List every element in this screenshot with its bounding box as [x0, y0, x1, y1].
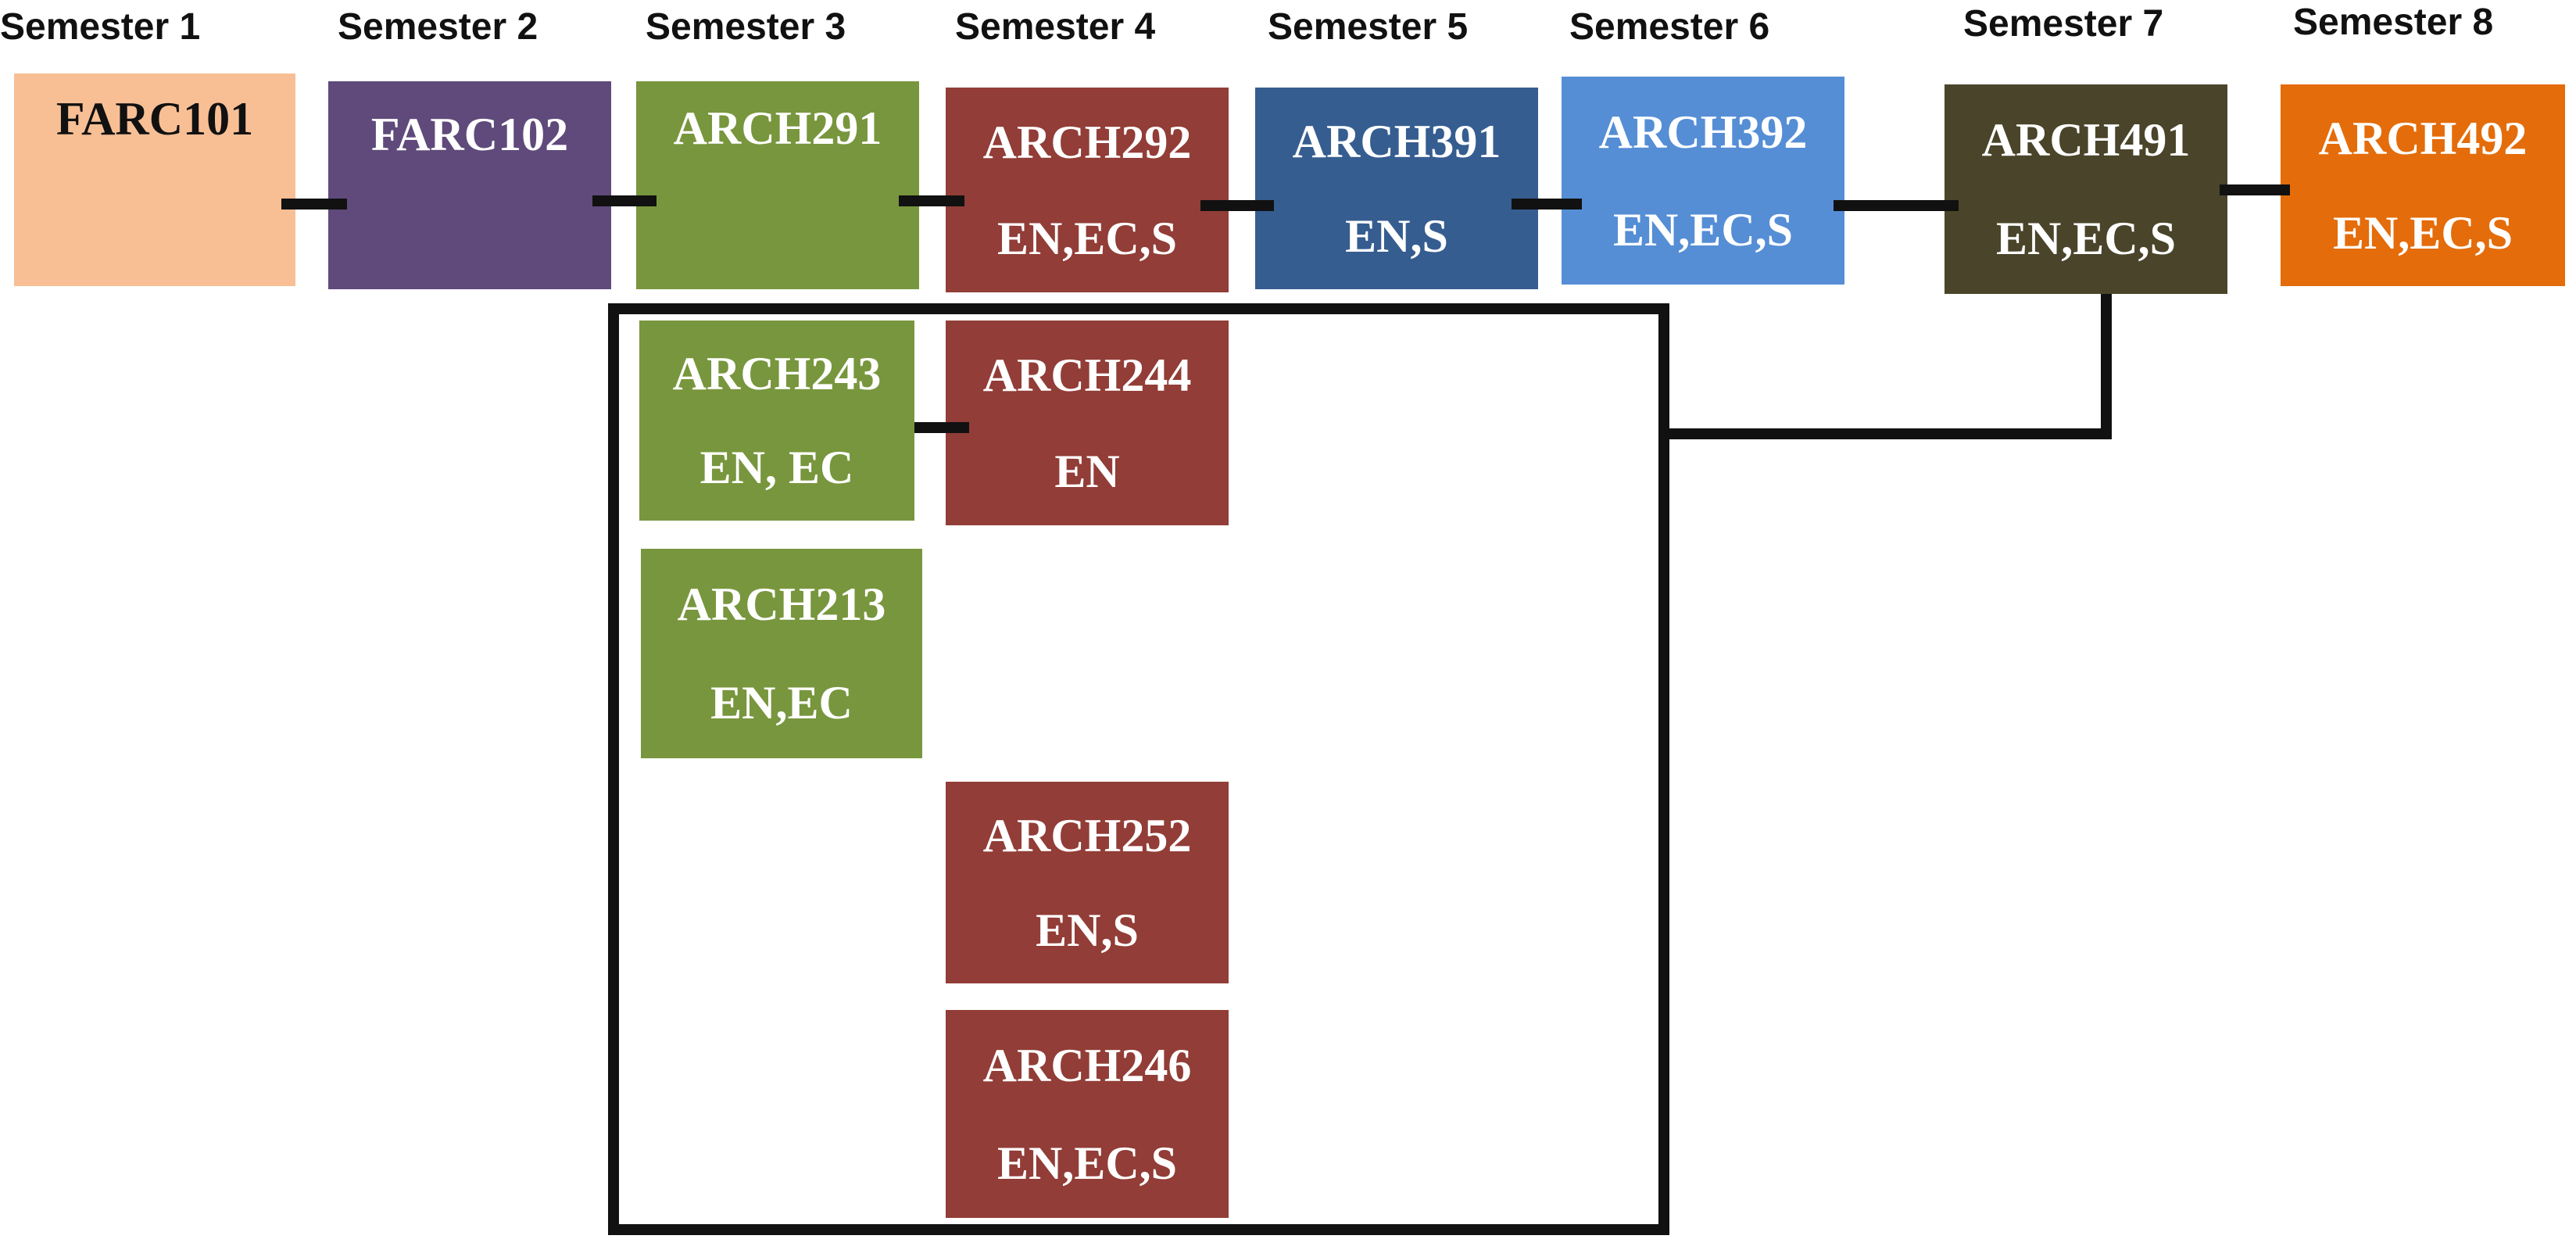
- semester-3-label: Semester 3: [646, 6, 846, 48]
- course-code: ARCH213: [677, 578, 886, 630]
- course-tags: EN,EC,S: [996, 212, 1178, 264]
- course-code: ARCH291: [673, 102, 882, 154]
- course-farc101: FARC101: [14, 73, 295, 286]
- elective-group-frame: [608, 303, 1669, 1235]
- course-code: ARCH491: [1981, 114, 2191, 166]
- course-farc102: FARC102: [328, 81, 611, 289]
- connector-farc102-arch291: [592, 195, 657, 206]
- course-arch213: ARCH213 EN,EC: [641, 549, 922, 758]
- semester-5-label: Semester 5: [1268, 6, 1469, 48]
- course-arch491: ARCH491 EN,EC,S: [1945, 84, 2227, 294]
- course-arch246: ARCH246 EN,EC,S: [946, 1010, 1229, 1218]
- course-code: ARCH391: [1292, 115, 1501, 167]
- course-code: FARC101: [55, 93, 254, 145]
- semester-1-label: Semester 1: [0, 6, 201, 48]
- course-arch243: ARCH243 EN, EC: [639, 321, 914, 521]
- course-code: ARCH292: [982, 116, 1192, 168]
- connector-arch392-arch491: [1834, 200, 1959, 211]
- course-arch244: ARCH244 EN: [946, 321, 1229, 525]
- connector-group-vertical: [2101, 294, 2112, 439]
- connector-arch491-arch492: [2220, 184, 2290, 195]
- course-tags: EN: [1054, 445, 1120, 497]
- connector-arch292-arch391: [1200, 200, 1274, 211]
- course-code: ARCH246: [982, 1039, 1192, 1091]
- connector-arch391-arch392: [1512, 199, 1582, 210]
- course-code: ARCH243: [672, 348, 882, 399]
- connector-farc101-farc102: [281, 199, 347, 210]
- course-tags: EN, EC: [699, 442, 854, 493]
- semester-8-label: Semester 8: [2293, 2, 2494, 43]
- course-tags: EN,EC: [710, 677, 853, 729]
- course-code: FARC102: [370, 109, 569, 160]
- course-arch391: ARCH391 EN,S: [1255, 88, 1538, 289]
- semester-7-label: Semester 7: [1963, 3, 2164, 45]
- course-code: ARCH392: [1598, 106, 1808, 158]
- course-code: ARCH252: [982, 809, 1192, 861]
- course-code: ARCH244: [982, 349, 1192, 401]
- semester-4-label: Semester 4: [955, 6, 1156, 48]
- semester-2-label: Semester 2: [338, 6, 538, 48]
- course-arch492: ARCH492 EN,EC,S: [2281, 84, 2565, 286]
- course-arch392: ARCH392 EN,EC,S: [1562, 77, 1844, 285]
- course-tags: EN,EC,S: [2332, 206, 2513, 259]
- course-arch291: ARCH291: [636, 81, 919, 289]
- connector-arch291-arch292: [899, 195, 964, 206]
- course-tags: EN,S: [1345, 210, 1448, 262]
- connector-group-horizontal: [1669, 428, 2112, 439]
- semester-6-label: Semester 6: [1569, 6, 1770, 48]
- course-arch252: ARCH252 EN,S: [946, 782, 1229, 983]
- course-tags: EN,EC,S: [1995, 213, 2177, 264]
- course-code: ARCH492: [2318, 112, 2528, 164]
- course-tags: EN,EC,S: [1612, 203, 1794, 256]
- course-tags: EN,S: [1036, 904, 1139, 956]
- course-arch292: ARCH292 EN,EC,S: [946, 88, 1229, 292]
- connector-arch243-arch244: [914, 422, 969, 433]
- course-tags: EN,EC,S: [996, 1137, 1178, 1189]
